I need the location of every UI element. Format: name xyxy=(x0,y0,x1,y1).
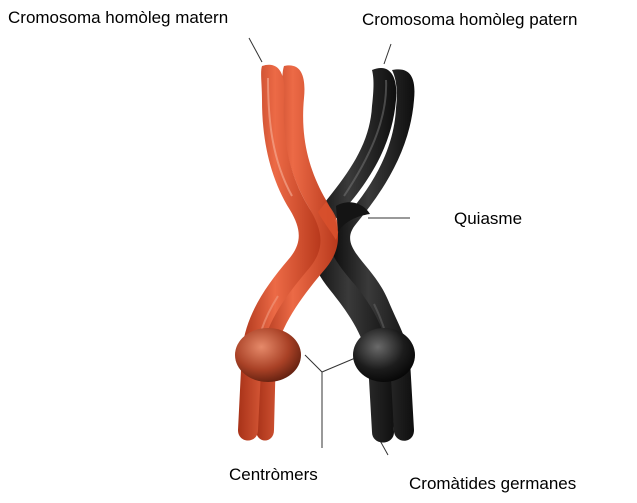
label-paternal-homolog: Cromosoma homòleg patern xyxy=(362,10,577,30)
leader-line-centromeres xyxy=(305,355,322,448)
maternal-chromatid-front xyxy=(238,65,321,441)
label-chiasma: Quiasme xyxy=(454,209,522,229)
maternal-centromere xyxy=(235,328,301,382)
label-maternal-homolog: Cromosoma homòleg matern xyxy=(8,8,228,28)
paternal-centromere xyxy=(353,328,415,382)
label-centromeres: Centròmers xyxy=(229,465,318,485)
label-sister-chromatids: Cromàtides germanes xyxy=(409,474,576,494)
maternal-chromosome xyxy=(235,65,338,441)
leader-line-paternal xyxy=(384,44,391,64)
leader-line-maternal xyxy=(249,38,262,62)
